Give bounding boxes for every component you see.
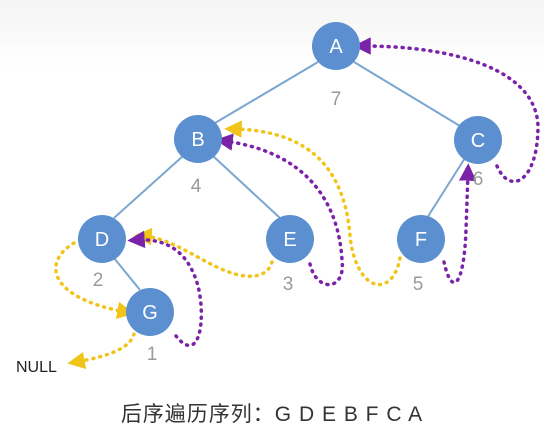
- order-d: 2: [93, 270, 104, 291]
- tree-edges: [113, 61, 466, 291]
- order-a: 7: [331, 89, 342, 110]
- yellow-path-g-to-null: [67, 332, 136, 370]
- node-b: B: [174, 115, 222, 163]
- yellow-path-f-to-b: [224, 120, 402, 287]
- yellow-path-e-to-d: [134, 227, 274, 278]
- order-f: 5: [413, 274, 424, 295]
- node-a-label: A: [329, 36, 343, 58]
- node-e: E: [266, 215, 314, 263]
- node-f-label: F: [415, 229, 427, 251]
- yellow-path-d-to-g: [54, 241, 135, 320]
- purple-traversal-path: [127, 37, 540, 347]
- node-d: D: [78, 215, 126, 263]
- traversal-caption: 后序遍历序列：G D E B F C A: [120, 403, 424, 426]
- order-c: 6: [473, 169, 484, 190]
- node-c: C: [454, 116, 502, 164]
- edge-c-f: [426, 157, 466, 219]
- order-e: 3: [283, 274, 294, 295]
- purple-path-f-to-c: [442, 163, 477, 285]
- node-g-label: G: [142, 302, 158, 324]
- edge-b-d: [113, 155, 184, 219]
- null-label: NULL: [16, 359, 57, 376]
- edge-d-g: [113, 257, 141, 291]
- edge-a-b: [209, 61, 319, 127]
- node-a: A: [312, 22, 360, 70]
- purple-path-g-to-d: [127, 230, 204, 347]
- edge-a-c: [353, 61, 461, 127]
- node-b-label: B: [191, 129, 204, 151]
- node-g: G: [126, 288, 174, 336]
- edge-b-e: [212, 155, 281, 219]
- order-b: 4: [191, 176, 202, 197]
- node-d-label: D: [95, 229, 109, 251]
- node-c-label: C: [471, 130, 485, 152]
- purple-path-c-to-a: [353, 37, 540, 184]
- order-g: 1: [147, 344, 158, 365]
- node-e-label: E: [283, 229, 296, 251]
- purple-path-e-to-b: [215, 133, 344, 287]
- node-f: F: [397, 215, 445, 263]
- yellow-traversal-path: [54, 120, 402, 370]
